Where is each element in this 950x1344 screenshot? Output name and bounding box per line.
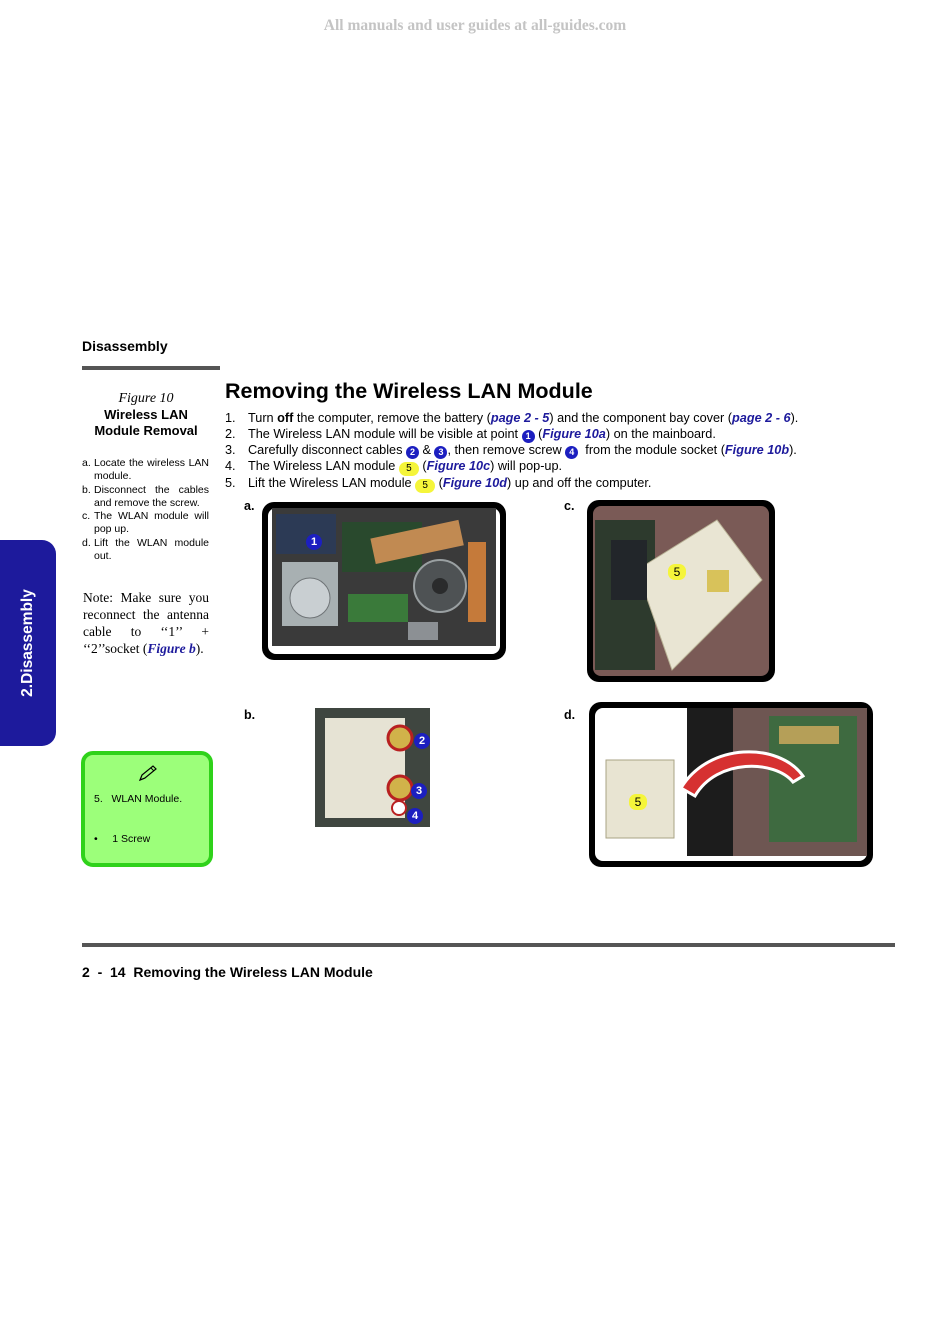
step-text: Locate the wireless LAN module.: [94, 457, 209, 483]
step-text: The Wireless LAN module 5 (Figure 10c) w…: [248, 458, 563, 476]
removal-steps: 1. Turn off the computer, remove the bat…: [225, 411, 825, 493]
step-text: Lift the WLAN module out.: [94, 536, 209, 563]
step-text: Lift the Wireless LAN module 5 (Figure 1…: [248, 475, 652, 493]
header-rule: [82, 366, 220, 370]
parts-screw: • 1 Screw: [94, 833, 151, 845]
photo-module-popup: 5: [587, 500, 775, 682]
figure-c-label: c.: [564, 499, 575, 513]
chapter-tab[interactable]: 2.Disassembly: [0, 540, 56, 746]
callout-badge: 5: [398, 461, 419, 476]
callout-5: 5: [668, 562, 686, 580]
figure-link[interactable]: Figure 10d: [442, 475, 508, 490]
photo-cables-screw: 2 3 4: [315, 708, 430, 827]
step-item: 3. Carefully disconnect cables 2 & 3, th…: [225, 443, 825, 459]
figure-number: Figure 10: [118, 391, 174, 406]
callout-badge: 3: [434, 445, 448, 459]
callout-1: 1: [306, 531, 322, 550]
page-link[interactable]: page 2 - 6: [732, 411, 791, 425]
step-item: 2. The Wireless LAN module will be visib…: [225, 427, 825, 443]
step-marker: c.: [82, 510, 91, 523]
callout-5: 5: [629, 792, 647, 810]
figure-step-list: a.Locate the wireless LAN module. b.Disc…: [82, 457, 209, 563]
page-footer: 2 - 14 Removing the Wireless LAN Module: [82, 964, 373, 980]
figure-step: a.Locate the wireless LAN module.: [82, 457, 209, 484]
step-text: Disconnect the cables and remove the scr…: [94, 483, 209, 509]
step-marker: b.: [82, 483, 91, 496]
callout-3: 3: [411, 780, 427, 799]
step-text: The Wireless LAN module will be visible …: [248, 426, 716, 443]
note-text: Note: Make sure you reconnect the antenn…: [83, 590, 209, 656]
step-number: 1.: [225, 411, 236, 425]
parts-box: 5. WLAN Module. • 1 Screw: [81, 751, 213, 867]
figure-link[interactable]: Figure 10c: [426, 458, 491, 473]
callout-2: 2: [414, 730, 430, 749]
figure-link[interactable]: Figure 10a: [542, 426, 606, 441]
step-number: 5.: [225, 475, 236, 490]
section-header: Disassembly: [82, 338, 168, 354]
figure-a-label: a.: [244, 499, 255, 513]
figure-caption: Figure 10 Wireless LAN Module Removal: [82, 391, 210, 439]
watermark: All manuals and user guides at all-guide…: [323, 17, 627, 34]
page-title: Removing the Wireless LAN Module: [225, 379, 593, 403]
step-marker: d.: [82, 536, 91, 549]
pencil-icon: [138, 765, 157, 782]
figure-step: b.Disconnect the cables and remove the s…: [82, 484, 209, 511]
chapter-tab-label: 2.Disassembly: [19, 589, 36, 697]
figure-title: Wireless LAN Module Removal: [82, 407, 210, 439]
parts-item: 5. WLAN Module.: [94, 793, 183, 805]
footer-rule: [82, 943, 895, 947]
callout-badge: 2: [405, 445, 419, 459]
figure-b-link[interactable]: Figure b: [147, 641, 196, 656]
step-number: 2.: [225, 426, 236, 441]
figure-step: c.The WLAN module will pop up.: [82, 510, 209, 537]
callout-badge: 1: [521, 429, 535, 443]
photo-mainboard-overview: 1: [262, 502, 506, 660]
step-number: 3.: [225, 442, 236, 457]
step-item: 4. The Wireless LAN module 5 (Figure 10c…: [225, 459, 825, 476]
step-item: 5. Lift the Wireless LAN module 5 (Figur…: [225, 476, 825, 493]
photo-module-lift: 5: [589, 702, 873, 867]
callout-badge: 5: [415, 478, 436, 493]
callout-4: 4: [407, 805, 423, 824]
note-end: ).: [195, 641, 204, 656]
figure-title-line1: Wireless LAN: [104, 407, 188, 422]
step-text: The WLAN module will pop up.: [94, 510, 209, 536]
antenna-note: Note: Make sure you reconnect the antenn…: [83, 589, 209, 657]
figure-link[interactable]: Figure 10b: [724, 442, 790, 457]
figure-b-label: b.: [244, 708, 256, 722]
step-marker: a.: [82, 457, 91, 469]
callout-badge: 4: [565, 445, 579, 459]
step-text: Turn off the computer, remove the batter…: [248, 411, 799, 425]
step-item: 1. Turn off the computer, remove the bat…: [225, 411, 825, 427]
figure-d-label: d.: [564, 708, 576, 722]
step-number: 4.: [225, 458, 236, 473]
step-text: Carefully disconnect cables 2 & 3, then …: [248, 442, 797, 459]
figure-title-line2: Module Removal: [94, 423, 198, 438]
figure-step: d.Lift the WLAN module out.: [82, 537, 209, 564]
page-link[interactable]: page 2 - 5: [490, 411, 550, 425]
